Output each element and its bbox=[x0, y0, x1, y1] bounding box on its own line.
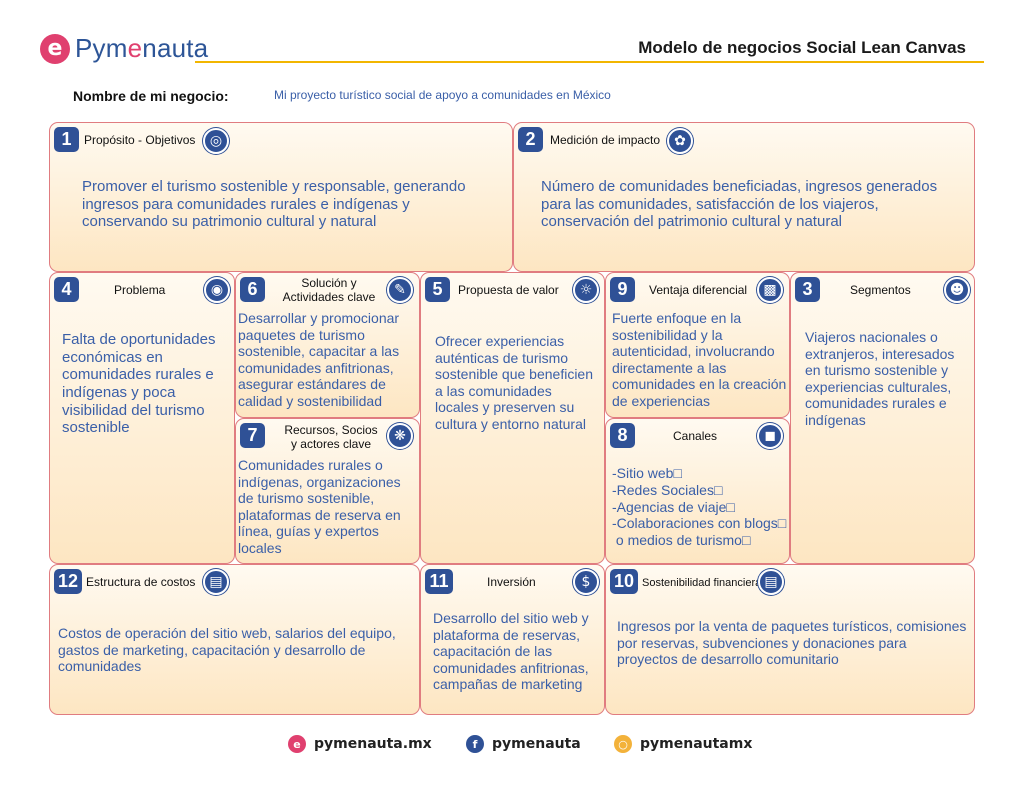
logo-wordmark: Pymenauta bbox=[75, 33, 209, 63]
title-underline bbox=[195, 61, 984, 63]
target-icon: ◎ bbox=[203, 128, 229, 154]
cell-number: 3 bbox=[795, 277, 820, 302]
logo-mark: e bbox=[40, 33, 70, 64]
business-name-value: Mi proyecto turístico social de apoyo a … bbox=[274, 88, 611, 102]
footer-facebook-text: pymenauta bbox=[492, 736, 581, 752]
cell-sostenibilidad: 10 Sostenibilidad financiera ▤ Ingresos … bbox=[605, 564, 975, 715]
ledger-icon: ▤ bbox=[758, 569, 784, 595]
instagram-icon: ○ bbox=[614, 735, 632, 753]
footer-instagram-text: pymenautamx bbox=[640, 736, 753, 752]
web-icon: e bbox=[288, 735, 306, 753]
footer-web-text: pymenauta.mx bbox=[314, 736, 432, 752]
cell-body: Número de comunidades beneficiadas, ingr… bbox=[541, 178, 938, 231]
cell-body: Ingresos por la venta de paquetes turíst… bbox=[617, 618, 967, 668]
broadcast-icon: ✿ bbox=[667, 128, 693, 154]
cell-ventaja: 9 Ventaja diferencial ▩ Fuerte enfoque e… bbox=[605, 272, 790, 418]
cell-title: Problema bbox=[114, 283, 166, 297]
channels-list: -Sitio web□ -Redes Sociales□ -Agencias d… bbox=[612, 465, 790, 549]
footer-instagram-link[interactable]: ○ pymenautamx bbox=[614, 735, 752, 753]
ledger-icon: ▤ bbox=[203, 569, 229, 595]
cell-number: 8 bbox=[610, 423, 635, 448]
cell-number: 9 bbox=[610, 277, 635, 302]
list-item: -Sitio web□ bbox=[612, 465, 682, 481]
cell-body: Desarrollo del sitio web y plataforma de… bbox=[433, 610, 589, 693]
list-item: -Agencias de viaje□ bbox=[612, 498, 735, 515]
page-title: Modelo de negocios Social Lean Canvas bbox=[638, 38, 966, 57]
cell-number: 1 bbox=[54, 127, 79, 152]
podium-icon: ▩ bbox=[757, 277, 783, 303]
cell-solucion: 6 Solución y Actividades clave ✎ Desarro… bbox=[235, 272, 420, 418]
cell-body: Desarrollar y promocionar paquetes de tu… bbox=[238, 310, 400, 409]
cell-title: Solución y Actividades clave bbox=[282, 276, 376, 304]
business-name-label: Nombre de mi negocio: bbox=[73, 88, 229, 104]
cell-number: 12 bbox=[54, 569, 82, 594]
cell-number: 4 bbox=[54, 277, 79, 302]
cell-segmentos: 3 Segmentos ☻ Viajeros nacionales o extr… bbox=[790, 272, 975, 564]
list-item: o medios de turismo□ bbox=[612, 532, 751, 549]
cell-body: Costos de operación del sitio web, salar… bbox=[58, 625, 396, 675]
cell-title: Recursos, Socios y actores clave bbox=[284, 423, 378, 451]
cell-propuesta: 5 Propuesta de valor ☼ Ofrecer experienc… bbox=[420, 272, 605, 564]
cell-body: Comunidades rurales o indígenas, organiz… bbox=[238, 457, 401, 556]
brand-logo: e Pymenauta bbox=[40, 33, 208, 64]
cell-title: Ventaja diferencial bbox=[649, 283, 748, 297]
cell-title: Sostenibilidad financiera bbox=[642, 577, 762, 589]
cell-body: Ofrecer experiencias auténticas de turis… bbox=[435, 333, 594, 432]
cell-number: 2 bbox=[518, 127, 543, 152]
footer: e pymenauta.mx f pymenauta ○ pymenautamx bbox=[0, 735, 1024, 755]
cell-problema: 4 Problema ◉ Falta de oportunidades econ… bbox=[49, 272, 235, 564]
cell-number: 11 bbox=[425, 569, 453, 594]
gift-icon: ☼ bbox=[573, 277, 599, 303]
footer-web-link[interactable]: e pymenauta.mx bbox=[288, 735, 432, 753]
cell-body: Falta de oportunidades económicas en com… bbox=[62, 331, 216, 437]
cell-title: Canales bbox=[673, 429, 718, 443]
list-item: -Colaboraciones con blogs□ bbox=[612, 515, 787, 532]
users-icon: ☻ bbox=[944, 277, 970, 303]
network-icon: ❋ bbox=[387, 423, 413, 449]
tasks-icon: ✎ bbox=[387, 277, 413, 303]
cell-number: 6 bbox=[240, 277, 265, 302]
money-bag-icon: $ bbox=[573, 569, 599, 595]
cell-body: Promover el turismo sostenible y respons… bbox=[82, 178, 466, 231]
cell-title: Inversión bbox=[487, 575, 536, 589]
cell-title: Medición de impacto bbox=[550, 133, 661, 147]
footer-facebook-link[interactable]: f pymenauta bbox=[466, 735, 581, 753]
list-item: -Redes Sociales□ bbox=[612, 481, 723, 498]
cell-proposito: 1 Propósito - Objetivos ◎ Promover el tu… bbox=[49, 122, 513, 272]
cell-body: Viajeros nacionales o extranjeros, inter… bbox=[805, 329, 955, 428]
cell-title: Propuesta de valor bbox=[458, 283, 559, 297]
cell-recursos: 7 Recursos, Socios y actores clave ❋ Com… bbox=[235, 418, 420, 564]
cell-body: Fuerte enfoque en la sostenibilidad y la… bbox=[612, 310, 787, 409]
cell-costos: 12 Estructura de costos ▤ Costos de oper… bbox=[49, 564, 420, 715]
cell-medicion: 2 Medición de impacto ✿ Número de comuni… bbox=[513, 122, 975, 272]
cell-number: 5 bbox=[425, 277, 450, 302]
cell-inversion: 11 Inversión $ Desarrollo del sitio web … bbox=[420, 564, 605, 715]
cell-canales: 8 Canales ◼ -Sitio web□ -Redes Sociales□… bbox=[605, 418, 790, 564]
cell-number: 7 bbox=[240, 423, 265, 448]
cell-title: Estructura de costos bbox=[86, 575, 196, 589]
cell-title: Propósito - Objetivos bbox=[84, 133, 196, 147]
people-icon: ◉ bbox=[204, 277, 230, 303]
cell-title: Segmentos bbox=[850, 283, 911, 297]
truck-icon: ◼ bbox=[757, 423, 783, 449]
cell-number: 10 bbox=[610, 569, 638, 594]
facebook-icon: f bbox=[466, 735, 484, 753]
